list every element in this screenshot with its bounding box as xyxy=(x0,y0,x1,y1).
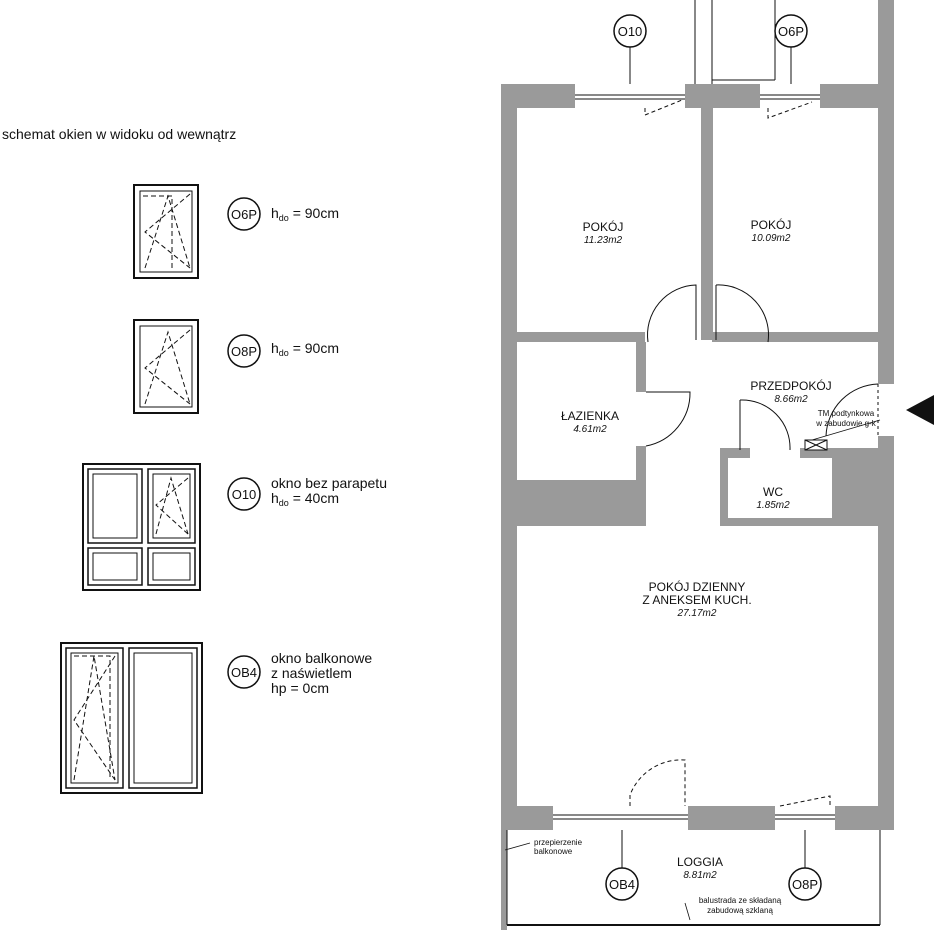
tag-o8p-plan: O8P xyxy=(788,867,822,901)
svg-text:O8P: O8P xyxy=(792,877,818,892)
room-dzienny-area: 27.17m2 xyxy=(677,608,717,619)
legend-ob4-desc2: z naświetlem xyxy=(271,665,352,681)
doors xyxy=(645,284,879,451)
room-dzienny-line2: Z ANEKSEM KUCH. xyxy=(642,593,751,607)
room-wc-name: WC xyxy=(763,485,783,499)
window-openings-top xyxy=(575,84,820,119)
walls xyxy=(501,0,894,930)
note-przepierzenie-1: przepierzenie xyxy=(534,838,583,847)
legend-ob4-desc1: okno balkonowe xyxy=(271,650,372,666)
legend-title: schemat okien w widoku od wewnątrz xyxy=(2,126,236,142)
room-wc-area: 1.85m2 xyxy=(756,500,790,511)
tag-o6p-top: O6P xyxy=(774,14,808,48)
balcony-above xyxy=(694,0,776,84)
note-przepierzenie-2: balkonowe xyxy=(534,847,573,856)
room-lazienka-name: ŁAZIENKA xyxy=(561,409,619,423)
room-lazienka-area: 4.61m2 xyxy=(573,424,607,435)
svg-text:O8P: O8P xyxy=(231,344,257,359)
room-pokoj1-area: 11.23m2 xyxy=(584,235,623,246)
note-tm-2: w zabudowie g-k xyxy=(815,419,877,428)
svg-text:O6P: O6P xyxy=(778,24,804,39)
room-przedpokoj-area: 8.66m2 xyxy=(774,394,808,405)
window-symbol-o8p xyxy=(133,319,199,414)
entrance-arrow-icon xyxy=(906,395,934,425)
room-loggia-area: 8.81m2 xyxy=(683,870,717,881)
tag-o8p-legend: O8P xyxy=(227,334,261,368)
room-pokoj2-area: 10.09m2 xyxy=(752,233,791,244)
note-balustrada-2: zabudową szklaną xyxy=(707,906,773,915)
legend-ob4-desc3: hp = 0cm xyxy=(271,680,329,696)
note-tm-1: TM podtynkowa xyxy=(818,409,875,418)
tag-ob4-plan: OB4 xyxy=(605,867,639,901)
note-balustrada-1: balustrada ze składaną xyxy=(699,896,782,905)
svg-text:O10: O10 xyxy=(232,487,257,502)
window-symbol-o6p xyxy=(133,184,199,279)
legend-o8p-height: hdo = 90cm xyxy=(271,340,339,358)
tag-o6p-legend: O6P xyxy=(227,197,261,231)
legend-o10-desc: okno bez parapetu xyxy=(271,475,387,491)
legend-o6p-height: hdo = 90cm xyxy=(271,205,339,223)
window-openings-bottom xyxy=(553,759,835,830)
tm-leader xyxy=(811,419,881,441)
room-pokoj1-name: POKÓJ xyxy=(583,219,624,234)
svg-text:OB4: OB4 xyxy=(609,877,635,892)
room-dzienny-line1: POKÓJ DZIENNY xyxy=(649,579,746,594)
tag-o10-top: O10 xyxy=(613,14,647,48)
room-przedpokoj-name: PRZEDPOKÓJ xyxy=(750,378,831,393)
svg-text:OB4: OB4 xyxy=(231,665,257,680)
svg-text:O10: O10 xyxy=(618,24,643,39)
loggia-outline xyxy=(504,830,881,926)
legend-o10-height: hdo = 40cm xyxy=(271,490,339,508)
window-symbol-o10 xyxy=(82,463,201,591)
tag-o10-legend: O10 xyxy=(227,477,261,511)
room-pokoj2-name: POKÓJ xyxy=(751,217,792,232)
tm-box xyxy=(804,439,828,451)
window-symbol-ob4 xyxy=(60,642,203,794)
tag-ob4-legend: OB4 xyxy=(227,655,261,689)
svg-text:O6P: O6P xyxy=(231,207,257,222)
room-loggia-name: LOGGIA xyxy=(677,855,723,869)
